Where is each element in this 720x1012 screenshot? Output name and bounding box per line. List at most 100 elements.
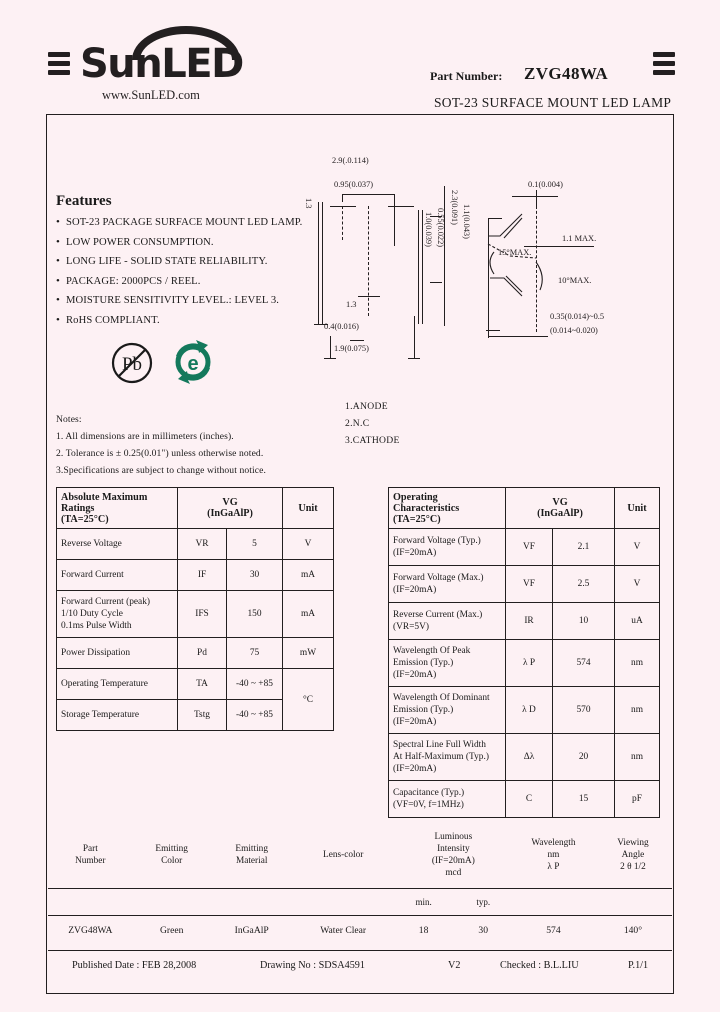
summary-intensity-min: 18 [393, 915, 454, 944]
footer-version: V2 [448, 960, 461, 971]
summary-spacer [512, 888, 594, 916]
drawing-centerline [536, 206, 537, 332]
sunled-logo: SunLED www.SunLED.com [80, 26, 310, 102]
amr-unit: mW [282, 637, 334, 669]
oc-value: 15 [552, 780, 615, 818]
amr-type-cell: VG (InGaAlP) [177, 487, 283, 529]
drawing-line [358, 296, 380, 298]
oc-value: 2.1 [552, 528, 615, 566]
oc-symbol: VF [505, 565, 553, 603]
summary-spacer [132, 888, 211, 916]
oc-param: Spectral Line Full Width At Half-Maximum… [388, 733, 506, 781]
certification-logos: Pb e [108, 337, 228, 389]
footer-page-number: P.1/1 [628, 960, 649, 971]
amr-material: (InGaAlP) [207, 508, 253, 519]
menu-bar [48, 52, 70, 57]
amr-value: 150 [226, 590, 283, 638]
note-item: 3.Specifications are subject to change w… [56, 465, 267, 476]
oc-title: Operating Characteristics [393, 491, 460, 514]
drawing-line [322, 202, 324, 324]
table-row: Wavelength Of Dominant Emission (Typ.) (… [388, 686, 660, 734]
drawing-line [486, 330, 500, 332]
summary-header-luminous-intensity: Luminous Intensity (IF=20mA) mcd [431, 832, 475, 878]
drawing-line [318, 202, 320, 324]
pin-label: 1.ANODE [345, 401, 388, 412]
dimension-label-top-1: 2.9(.0.114) [332, 156, 369, 165]
oc-type: VG [552, 497, 568, 508]
oc-unit: V [614, 565, 660, 603]
drawing-centerline [394, 206, 395, 240]
dimension-label-v4: 1.1(0.043) [462, 204, 471, 239]
notes-section: Notes: 1. All dimensions are in millimet… [56, 414, 346, 482]
oc-unit: nm [614, 733, 660, 781]
menu-bar [653, 61, 675, 66]
feature-item: LONG LIFE - SOLID STATE RELIABILITY. [56, 255, 326, 267]
oc-param: Wavelength Of Peak Emission (Typ.) (IF=2… [388, 639, 506, 687]
oc-param: Wavelength Of Dominant Emission (Typ.) (… [388, 686, 506, 734]
dimension-label-r1: 0.1(0.004) [528, 180, 563, 189]
drawing-line [324, 358, 336, 360]
dimension-label-left: 1.3 [304, 198, 313, 209]
amr-symbol: TA [177, 668, 227, 700]
oc-symbol: λ P [505, 639, 553, 687]
summary-header-emitting-material: Emitting Material [235, 844, 268, 866]
logo-wordmark: SunLED [80, 41, 244, 87]
table-row: Wavelength Of Peak Emission (Typ.) (IF=2… [388, 639, 660, 687]
oc-param: Forward Voltage (Typ.) (IF=20mA) [388, 528, 506, 566]
rohs-recycle-icon: e [175, 340, 211, 384]
part-number-label: Part Number: [430, 69, 503, 83]
amr-param: Reverse Voltage [56, 528, 178, 560]
dimension-label-bottom-2: 1.9(0.075) [334, 344, 369, 353]
summary-spacer [593, 888, 672, 916]
amr-unit: V [282, 528, 334, 560]
summary-spacer [210, 888, 293, 916]
oc-symbol: VF [505, 528, 553, 566]
menu-bar [48, 70, 70, 75]
amr-value: -40 ~ +85 [226, 699, 283, 731]
amr-symbol: IFS [177, 590, 227, 638]
drawing-line [388, 206, 414, 208]
product-subtitle: SOT-23 SURFACE MOUNT LED LAMP [434, 95, 672, 110]
oc-material: (InGaAlP) [537, 508, 583, 519]
table-row: Operating Temperature TA -40 ~ +85 °C [56, 668, 334, 731]
dimension-label-v2: 0.55(0.022) [436, 208, 445, 248]
summary-header-row: Part Number Emitting Color Emitting Mate… [48, 822, 672, 889]
oc-subtitle: (TA=25°C) [393, 513, 441, 525]
amr-value: 75 [226, 637, 283, 669]
table-row: Power Dissipation Pd 75 mW [56, 637, 334, 669]
drawing-line [488, 326, 490, 338]
feature-item: MOISTURE SENSITIVITY LEVEL.: LEVEL 3. [56, 294, 326, 306]
oc-value: 10 [552, 602, 615, 640]
amr-symbol: Pd [177, 637, 227, 669]
features-title: Features [56, 193, 112, 209]
note-item: 1. All dimensions are in millimeters (in… [56, 431, 234, 442]
lead-free-icon: Pb [111, 342, 153, 384]
amr-symbol: Tstg [177, 699, 227, 731]
summary-viewing-angle: 140° [593, 915, 672, 944]
drawing-detail-shapes [487, 213, 543, 297]
drawing-line [342, 194, 394, 196]
amr-symbol: VR [177, 528, 227, 560]
table-row: Reverse Current (Max.) (VR=5V) IR 10 uA [388, 602, 660, 640]
oc-symbol: C [505, 780, 553, 818]
summary-intensity-typ: 30 [453, 915, 513, 944]
summary-subheader-min: min. [393, 888, 454, 916]
pin-label: 2.N.C [345, 418, 370, 429]
dimension-label-r2: 0.35(0.014)~0.5 [550, 312, 605, 321]
table-row: Storage Temperature Tstg -40 ~ +85 [56, 699, 334, 731]
dimension-label-bottom-1: 0.4(0.016) [324, 322, 359, 331]
dimension-label-top-2: 0.95(0.037) [334, 180, 374, 189]
amr-title: Absolute Maximum Ratings [61, 491, 148, 514]
oc-symbol: IR [505, 602, 553, 640]
menu-icon-left [48, 52, 70, 75]
oc-type-cell: VG (InGaAlP) [505, 487, 615, 529]
footer-divider [48, 950, 672, 952]
absolute-maximum-ratings-table: Absolute Maximum Ratings (TA=25°C) VG (I… [56, 487, 334, 731]
menu-bar [653, 70, 675, 75]
product-summary-table: Part Number Emitting Color Emitting Mate… [48, 822, 672, 944]
drawing-line [342, 194, 344, 202]
amr-unit: mA [282, 590, 334, 638]
summary-header-viewing-angle: Viewing Angle 2 θ 1/2 [617, 838, 649, 872]
dimension-label-mid: 1.3 [346, 300, 357, 309]
amr-param: Operating Temperature [56, 668, 178, 700]
